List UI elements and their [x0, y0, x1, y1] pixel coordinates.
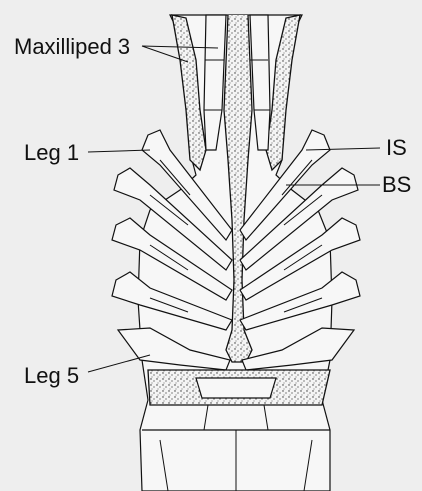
label-leg-1: Leg 1: [24, 140, 79, 165]
label-maxilliped-3: Maxilliped 3: [14, 34, 130, 59]
label-leg-5: Leg 5: [24, 363, 79, 388]
label-is: IS: [386, 135, 407, 160]
label-bs: BS: [382, 172, 411, 197]
